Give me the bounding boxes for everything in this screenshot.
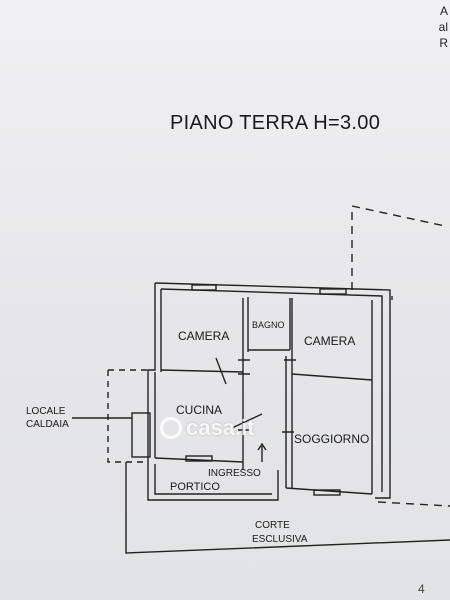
exterior-wall-outer [154, 282, 391, 499]
corte-right [377, 501, 450, 507]
window-cucina [185, 455, 213, 462]
door-swing-camera [215, 357, 227, 385]
label-locale-1: LOCALE [26, 406, 66, 417]
room-label-corte-2: ESCLUSIVA [252, 534, 308, 545]
portico-outline [147, 458, 279, 501]
room-label-camera-right: CAMERA [304, 334, 355, 348]
window-top-left [191, 284, 217, 291]
room-label-ingresso: INGRESSO [208, 468, 261, 479]
wall-soggiorno-bottom [285, 487, 373, 495]
wall-cucina-bottom [154, 457, 244, 463]
wall-camera-right-bottom [291, 373, 373, 381]
door-marks [238, 359, 296, 433]
portico-inner [154, 464, 272, 495]
window-top-right [319, 288, 347, 295]
entry-arrow [257, 442, 267, 462]
house-logo-icon [160, 417, 182, 439]
plan-title: PIANO TERRA H=3.00 [170, 112, 381, 134]
room-label-soggiorno: SOGGIORNO [294, 432, 369, 446]
label-locale-2: CALDAIA [26, 419, 69, 430]
room-label-cucina: CUCINA [176, 403, 222, 417]
window-soggiorno [313, 489, 341, 496]
room-label-bagno: BAGNO [252, 320, 285, 330]
watermark: casa.it [160, 413, 280, 443]
corner-text-3: R [439, 36, 448, 50]
locale-caldaia-box [131, 412, 151, 458]
room-label-corte-1: CORTE [255, 520, 290, 531]
door-swing-cucina [231, 413, 263, 429]
locale-dashed [107, 370, 148, 463]
room-label-portico: PORTICO [170, 481, 220, 493]
corner-text-2: al [438, 20, 448, 34]
exterior-wall-left-outer [147, 283, 156, 458]
page-number: 4 [418, 582, 425, 596]
corner-text-1: A [439, 4, 448, 18]
watermark-text: casa.it [186, 415, 255, 440]
room-label-camera-left: CAMERA [178, 329, 229, 343]
corte-outline [125, 462, 450, 554]
exterior-wall-inner [160, 288, 383, 492]
adjacent-outline [351, 205, 446, 290]
